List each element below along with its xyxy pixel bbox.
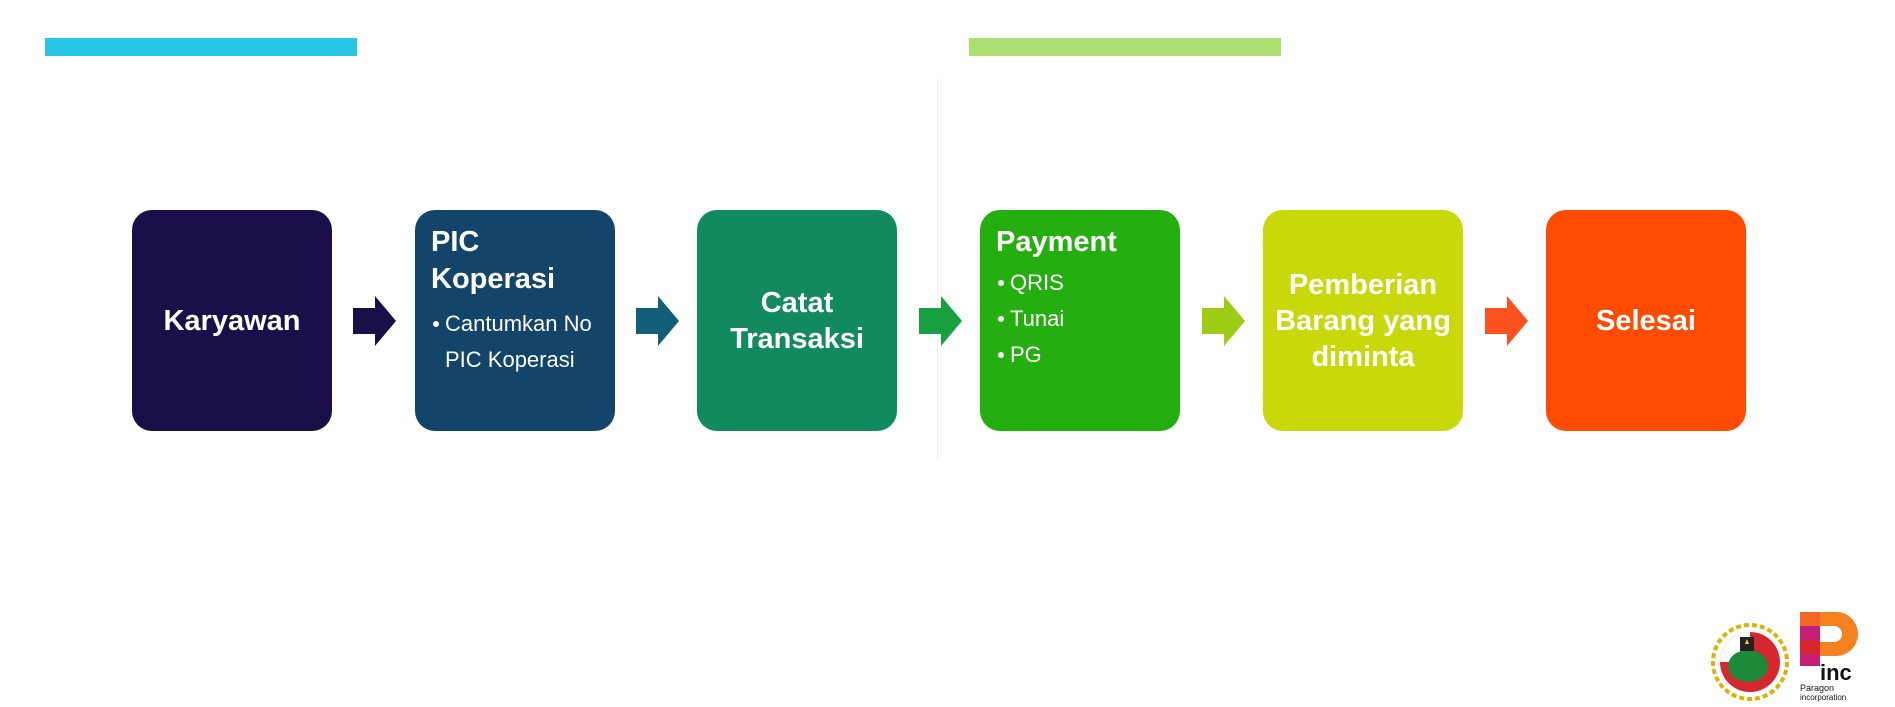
bullet-item: Cantumkan No PIC Koperasi [431, 306, 599, 378]
step-title: Karyawan [163, 304, 301, 337]
arrow-right-icon [353, 296, 396, 346]
arrow-right-icon [636, 296, 679, 346]
step-selesai: Selesai [1546, 210, 1746, 431]
step-catat-transaksi: Catat Transaksi [697, 210, 897, 431]
step-title: PIC Koperasi [431, 226, 556, 295]
step-title: Catat Transaksi [730, 286, 864, 355]
svg-text:incorporation: incorporation [1800, 693, 1846, 702]
svg-text:Paragon: Paragon [1800, 683, 1834, 693]
step-karyawan: Karyawan [132, 210, 332, 431]
divider [937, 79, 938, 459]
cooperative-emblem-logo [1711, 623, 1789, 701]
step-title: Payment [996, 226, 1117, 258]
step-payment: Payment QRIS Tunai PG [980, 210, 1180, 431]
arrow-right-icon [1202, 296, 1245, 346]
bullet-item: QRIS [996, 265, 1164, 301]
svg-text:inc: inc [1820, 660, 1852, 685]
step-pic-koperasi: PIC Koperasi Cantumkan No PIC Koperasi [415, 210, 615, 431]
step-title: Selesai [1596, 304, 1696, 337]
step-title: Pemberian Barang yang diminta [1275, 268, 1451, 373]
arrow-right-icon [919, 296, 962, 346]
arrow-right-icon [1485, 296, 1528, 346]
accent-bar-left [45, 38, 357, 56]
accent-bar-right [969, 38, 1281, 56]
bullet-item: Tunai [996, 301, 1164, 337]
bullet-item: PG [996, 337, 1164, 373]
paragon-logo: inc Paragon incorporation [1800, 612, 1858, 702]
step-pemberian-barang: Pemberian Barang yang diminta [1263, 210, 1463, 431]
